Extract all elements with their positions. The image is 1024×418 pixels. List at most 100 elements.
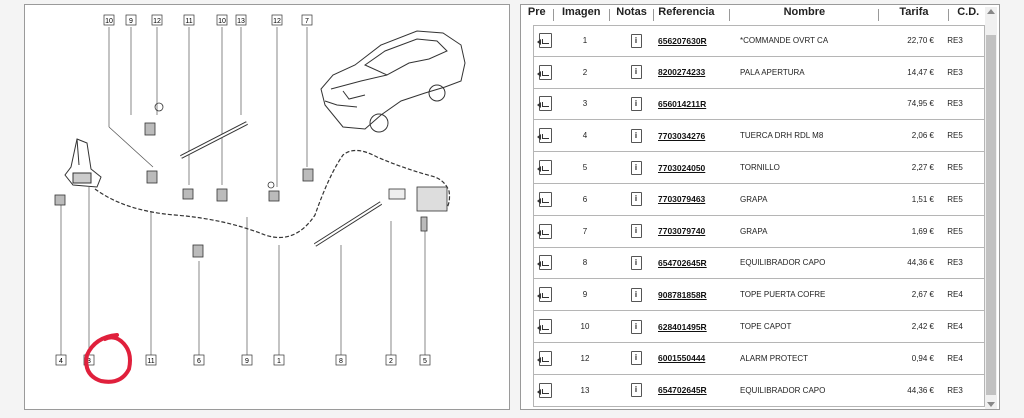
diagram-label-top-text: 10 xyxy=(105,18,113,25)
add-to-cart-icon[interactable] xyxy=(536,382,552,398)
row-tarifa: 14,47 € xyxy=(907,67,934,77)
row-imagen: 13 xyxy=(580,385,590,395)
latch-plate xyxy=(388,188,406,200)
diagram-label-top: 9 xyxy=(125,14,137,26)
row-tarifa: 2,06 € xyxy=(911,131,934,141)
part-5 xyxy=(420,216,428,232)
row-referencia-link[interactable]: 8200274233 xyxy=(658,67,706,78)
row-nombre: *COMMANDE OVRT CA xyxy=(740,36,829,46)
diagram-label-top-text: 9 xyxy=(129,18,133,25)
row-tarifa: 22,70 € xyxy=(907,36,934,46)
row-referencia-link[interactable]: 7703034276 xyxy=(658,130,706,141)
row-referencia-link[interactable]: 656207630R xyxy=(658,35,707,46)
row-cd: RE3 xyxy=(947,67,963,77)
row-imagen: 9 xyxy=(582,290,588,300)
row-referencia-link[interactable]: 6001550444 xyxy=(658,353,706,364)
add-to-cart-icon[interactable] xyxy=(536,64,552,80)
vertical-scrollbar[interactable] xyxy=(985,7,997,409)
row-imagen: 3 xyxy=(582,99,588,109)
info-icon[interactable]: i xyxy=(630,128,642,143)
row-referencia-link[interactable]: 628401495R xyxy=(658,321,707,332)
info-icon[interactable]: i xyxy=(630,383,642,398)
add-to-cart-icon[interactable] xyxy=(536,223,552,239)
row-nombre: GRAPA xyxy=(740,194,768,204)
release-lever xyxy=(64,138,102,188)
row-imagen: 8 xyxy=(582,258,588,268)
diagram-label-top: 12 xyxy=(271,14,283,26)
car-illustration xyxy=(320,30,466,133)
row-tarifa: 2,67 € xyxy=(911,290,934,300)
row-referencia-link[interactable]: 654702645R xyxy=(658,257,707,268)
diagram-label-top-text: 12 xyxy=(153,18,161,25)
info-icon[interactable]: i xyxy=(630,96,642,111)
add-to-cart-icon[interactable] xyxy=(536,160,552,176)
row-cd: RE3 xyxy=(947,99,963,109)
row-tarifa: 1,51 € xyxy=(911,194,934,204)
row-referencia-link[interactable]: 656014211R xyxy=(658,98,707,109)
gas-strut-upper xyxy=(180,121,248,159)
scroll-down-icon[interactable] xyxy=(987,402,995,407)
part-11 xyxy=(182,188,194,200)
add-to-cart-icon[interactable] xyxy=(536,350,552,366)
gas-strut-lower xyxy=(313,201,383,247)
info-icon[interactable]: i xyxy=(630,160,642,175)
add-to-cart-icon[interactable] xyxy=(536,191,552,207)
info-icon[interactable]: i xyxy=(630,287,642,302)
part-6 xyxy=(192,244,204,258)
diagram-label-top: 10 xyxy=(103,14,115,26)
row-imagen: 5 xyxy=(582,163,588,173)
info-icon[interactable]: i xyxy=(630,319,642,334)
add-to-cart-icon[interactable] xyxy=(536,96,552,112)
diagram-label-bottom: 9 xyxy=(241,354,253,366)
part-4 xyxy=(54,194,66,206)
diagram-label-bottom-text: 2 xyxy=(389,358,393,365)
add-to-cart-icon[interactable] xyxy=(536,128,552,144)
row-imagen: 7 xyxy=(582,226,588,236)
parts-table-body: 1 i 656207630R *COMMANDE OVRT CA 22,70 € RE3 2… xyxy=(533,25,985,407)
header-tarifa: Tarifa xyxy=(899,6,929,18)
scroll-up-icon[interactable] xyxy=(987,9,995,14)
diagram-label-bottom-text: 9 xyxy=(245,358,249,365)
part-12 xyxy=(268,190,280,202)
row-imagen: 1 xyxy=(582,36,588,46)
header-pre: Pre xyxy=(527,6,546,18)
info-icon[interactable]: i xyxy=(630,192,642,207)
row-cd: RE5 xyxy=(947,194,963,204)
add-to-cart-icon[interactable] xyxy=(536,319,552,335)
diagram-label-top-text: 13 xyxy=(237,18,245,25)
row-nombre: PALA APERTURA xyxy=(740,67,805,77)
diagram-label-top: 13 xyxy=(235,14,247,26)
row-referencia-link[interactable]: 7703079740 xyxy=(658,226,706,237)
row-referencia-link[interactable]: 7703079463 xyxy=(658,194,706,205)
row-imagen: 4 xyxy=(582,131,588,141)
diagram-label-bottom-text: 4 xyxy=(59,358,63,365)
info-icon[interactable]: i xyxy=(630,65,642,80)
row-referencia-link[interactable]: 908781858R xyxy=(658,289,707,300)
diagram-label-top-text: 7 xyxy=(305,18,309,25)
row-cd: RE5 xyxy=(947,163,963,173)
diagram-label-bottom: 11 xyxy=(145,354,157,366)
info-icon[interactable]: i xyxy=(630,351,642,366)
info-icon[interactable]: i xyxy=(630,224,642,239)
part-10-right xyxy=(216,188,228,202)
scroll-thumb[interactable] xyxy=(986,35,996,395)
parts-table-panel: Pre Imagen Notas Referencia Nombre Tarif… xyxy=(520,4,1000,410)
row-referencia-link[interactable]: 7703024050 xyxy=(658,162,706,173)
info-icon[interactable]: i xyxy=(630,33,642,48)
part-12-ring xyxy=(154,102,164,112)
row-referencia-link[interactable]: 654702645R xyxy=(658,385,707,396)
row-nombre: EQUILIBRADOR CAPO xyxy=(740,385,826,395)
info-icon[interactable]: i xyxy=(630,255,642,270)
add-to-cart-icon[interactable] xyxy=(536,287,552,303)
add-to-cart-icon[interactable] xyxy=(536,33,552,49)
row-nombre: EQUILIBRADOR CAPO xyxy=(740,258,826,268)
add-to-cart-icon[interactable] xyxy=(536,255,552,271)
